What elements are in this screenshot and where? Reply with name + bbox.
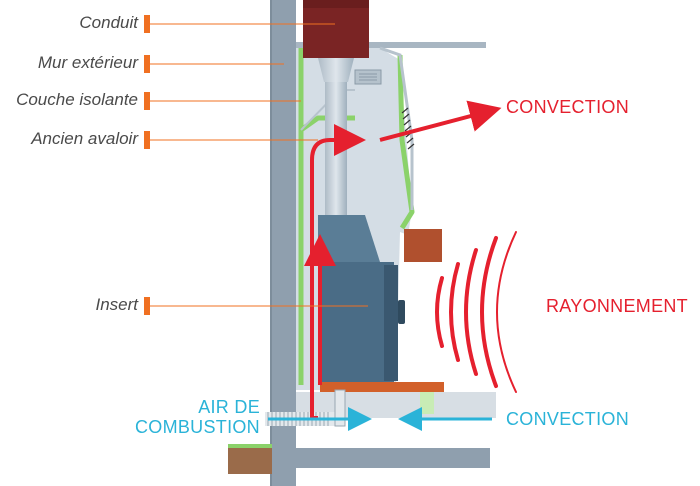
flue-pipe — [325, 82, 347, 217]
exterior-wall — [272, 0, 296, 486]
radiation-waves — [435, 231, 517, 393]
insert-handle — [398, 300, 405, 324]
flue-connector — [318, 58, 354, 82]
leader-lines — [150, 23, 368, 307]
hearth-base — [320, 382, 444, 392]
convection-intake — [420, 392, 434, 414]
radiation-wave-4 — [480, 236, 498, 388]
label-mur-exterieur: Mur extérieur — [37, 53, 138, 72]
red-flow-rising — [310, 124, 366, 420]
callout-combustion: COMBUSTION — [134, 417, 260, 437]
ground-grass — [228, 444, 272, 448]
label-ancien-avaloir: Ancien avaloir — [31, 129, 138, 148]
radiation-wave-2 — [449, 262, 460, 362]
radiation-wave-1 — [435, 276, 444, 348]
conduit-shade — [303, 0, 369, 8]
callout-air-de: AIR DE — [198, 397, 260, 417]
ceiling-slab — [296, 42, 486, 48]
marker-couche-isolante — [144, 92, 150, 110]
marker-ancien-avaloir — [144, 131, 150, 149]
ground-soil — [228, 448, 272, 474]
duct-elbow — [334, 389, 346, 427]
callout-rayonnement: RAYONNEMENT — [546, 296, 688, 316]
label-conduit: Conduit — [79, 13, 138, 32]
brick-block — [404, 229, 442, 262]
insert-front-frame — [384, 265, 398, 381]
hood-front — [379, 46, 414, 210]
marker-insert — [144, 297, 150, 315]
floor-line — [296, 448, 490, 468]
marker-mur-exterieur — [144, 55, 150, 73]
radiation-wave-3 — [464, 248, 478, 376]
radiation-wave-5 — [496, 231, 517, 393]
callout-convection-bottom: CONVECTION — [506, 409, 630, 429]
label-couche-isolante: Couche isolante — [16, 90, 138, 109]
conduit — [303, 0, 369, 58]
marker-conduit — [144, 15, 150, 33]
foundation — [272, 440, 296, 486]
callout-convection-top: CONVECTION — [506, 97, 630, 117]
label-insert: Insert — [95, 295, 138, 314]
exterior-wall-edge — [270, 0, 272, 486]
insert-body — [318, 262, 394, 382]
red-flow-convection-out — [379, 100, 502, 142]
